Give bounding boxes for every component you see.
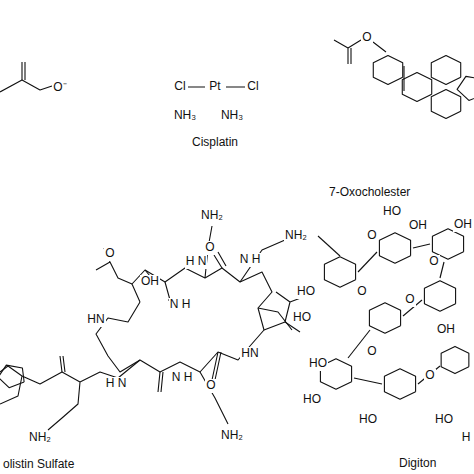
- atom-label: H N: [105, 377, 128, 390]
- bond-line: [358, 252, 377, 272]
- ring-bond: [457, 76, 474, 100]
- bond-line: [403, 66, 404, 91]
- bond-line: [318, 236, 340, 256]
- ring-bond: [369, 303, 400, 334]
- ring-bond: [0, 365, 24, 388]
- glycoside-bonds: [318, 66, 444, 384]
- atom-label: O: [361, 31, 372, 44]
- atom-label: NH₂: [28, 431, 52, 444]
- atom-label: O: [356, 285, 367, 298]
- compound-name: Digiton: [398, 457, 437, 470]
- atom-label: H: [461, 431, 472, 444]
- atom-label: OH: [436, 323, 456, 336]
- atom-label: O⁻: [52, 81, 67, 94]
- bond-line: [413, 244, 430, 248]
- atom-label: NH₂: [220, 429, 244, 442]
- compound-name: 7-Oxocholester: [328, 186, 411, 199]
- atom-label: N H: [169, 298, 192, 311]
- ring-bond: [402, 73, 431, 102]
- atom-label: NH₂: [200, 209, 224, 222]
- ring-bond: [441, 346, 469, 373]
- atom-label: NH₃: [173, 109, 197, 122]
- ring-bond: [431, 90, 460, 119]
- atom-label: OH: [408, 219, 428, 232]
- atom-label: HO: [358, 413, 378, 426]
- atom-label: O: [404, 293, 415, 306]
- atom-label: Cl: [173, 80, 186, 93]
- ring-bond: [384, 369, 415, 400]
- ring-bond: [431, 56, 460, 85]
- atom-label: N H: [171, 371, 194, 384]
- atom-label: NH₃: [220, 109, 244, 122]
- bond-line: [418, 366, 440, 384]
- atom-label: OH: [140, 275, 160, 288]
- ring-bond: [424, 281, 455, 312]
- compound-name: olistin Sulfate: [2, 458, 75, 471]
- atom-label: HO: [302, 393, 322, 406]
- atom-label: N H: [239, 253, 262, 266]
- atom-label: H N: [185, 255, 208, 268]
- atom-label: Cl: [246, 80, 259, 93]
- ring-bond: [379, 233, 410, 264]
- atom-label: O: [205, 379, 216, 392]
- atom-label: O: [204, 241, 215, 254]
- atom-label: HO: [308, 357, 328, 370]
- atom-label: Pt: [208, 80, 221, 93]
- atom-label: O: [104, 247, 115, 260]
- atom-label: O: [366, 345, 377, 358]
- atom-label: HO: [296, 285, 316, 298]
- atom-label: O: [424, 369, 435, 382]
- ring-bond: [373, 56, 402, 85]
- bond-line: [354, 378, 382, 384]
- atom-label: HO: [292, 311, 312, 324]
- atom-label: O: [366, 229, 377, 242]
- atom-label: HN: [86, 313, 105, 326]
- bond-line: [440, 262, 444, 278]
- atom-label: HO: [382, 205, 402, 218]
- atom-label: HN: [240, 347, 259, 360]
- atom-label: HO: [434, 413, 454, 426]
- atom-label: OH: [453, 218, 473, 231]
- compound-name: Cisplatin: [191, 136, 239, 149]
- ring-bond: [324, 257, 355, 288]
- atom-label: NH₂: [284, 229, 308, 242]
- atom-label: O: [428, 255, 439, 268]
